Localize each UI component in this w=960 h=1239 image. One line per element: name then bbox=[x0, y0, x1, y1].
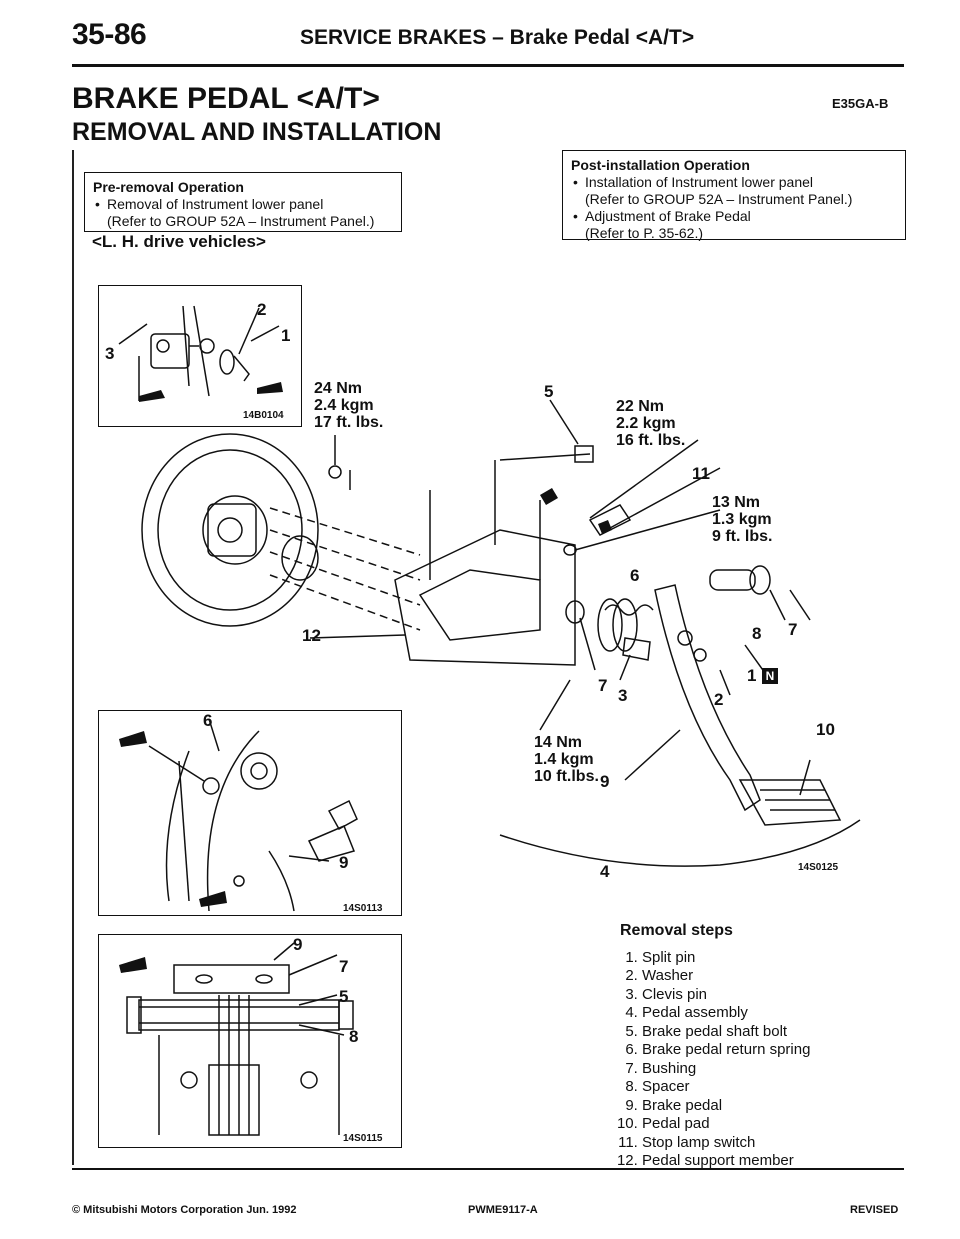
post-installation-item-2: Adjustment of Brake Pedal (Refer to P. 3… bbox=[573, 208, 897, 242]
torque-14-nm: 14 Nm bbox=[534, 734, 583, 751]
removal-step: Pedal support member bbox=[642, 1152, 810, 1171]
page-number: 35-86 bbox=[72, 18, 147, 51]
document-code: E35GA-B bbox=[832, 96, 889, 111]
callout-9-main: 9 bbox=[600, 772, 610, 791]
callout-8: 8 bbox=[752, 624, 762, 643]
torque-14-kgm: 1.4 kgm bbox=[534, 751, 594, 768]
callout-n-badge: N bbox=[762, 668, 778, 684]
torque-13nm: 13 Nm 1.3 kgm 9 ft. lbs. bbox=[712, 494, 772, 545]
stop-lamp-switch-illustration bbox=[119, 718, 358, 912]
callout-5-inset-3: 5 bbox=[339, 987, 349, 1006]
inset-figure-stop-lamp: 6 9 14S0113 bbox=[98, 710, 402, 916]
removal-step: Split pin bbox=[642, 949, 810, 968]
removal-step: Brake pedal return spring bbox=[642, 1041, 810, 1060]
removal-step: Pedal assembly bbox=[642, 1004, 810, 1023]
removal-step: Washer bbox=[642, 967, 810, 986]
torque-24nm: 24 Nm 2.4 kgm 17 ft. lbs. bbox=[314, 380, 383, 431]
torque-13-ftlbs: 9 ft. lbs. bbox=[712, 528, 773, 545]
torque-22nm: 22 Nm 2.2 kgm 16 ft. lbs. bbox=[616, 398, 685, 449]
callout-2-inset: 2 bbox=[257, 300, 267, 319]
callout-6: 6 bbox=[630, 566, 640, 585]
torque-22-nm: 22 Nm bbox=[616, 398, 665, 415]
post-item-2-ref: (Refer to P. 35-62.) bbox=[585, 225, 704, 241]
brake-pedal-assembly-illustration bbox=[141, 399, 861, 867]
callout-8-inset-3: 8 bbox=[349, 1027, 359, 1046]
pre-removal-box: Pre-removal Operation Removal of Instrum… bbox=[84, 172, 402, 232]
callout-7-inset-3: 7 bbox=[339, 957, 349, 976]
pre-removal-ref: (Refer to GROUP 52A – Instrument Panel.) bbox=[107, 213, 375, 229]
split-pin-illustration bbox=[118, 305, 283, 402]
torque-13-nm: 13 Nm bbox=[712, 494, 761, 511]
callout-4: 4 bbox=[600, 862, 610, 881]
callout-6-inset: 6 bbox=[203, 711, 213, 730]
removal-step: Clevis pin bbox=[642, 986, 810, 1005]
inset-figure-pedal-shaft: 9 7 5 8 14S0115 bbox=[98, 934, 402, 1148]
footer-copyright: © Mitsubishi Motors Corporation Jun. 199… bbox=[72, 1204, 297, 1216]
post-installation-box: Post-installation Operation Installation… bbox=[562, 150, 906, 242]
section-title: REMOVAL AND INSTALLATION bbox=[72, 118, 442, 146]
callout-10: 10 bbox=[816, 720, 835, 739]
post-item-2-text: Adjustment of Brake Pedal bbox=[585, 208, 751, 224]
removal-steps: Removal steps Split pin Washer Clevis pi… bbox=[620, 922, 810, 1171]
callout-3-inset: 3 bbox=[105, 344, 115, 363]
torque-24-nm: 24 Nm bbox=[314, 380, 363, 397]
callout-2: 2 bbox=[714, 690, 724, 709]
left-margin-rule bbox=[72, 150, 74, 1165]
post-installation-title: Post-installation Operation bbox=[571, 157, 750, 173]
removal-step: Brake pedal bbox=[642, 1097, 810, 1116]
figure-code-1: 14B0104 bbox=[243, 410, 284, 421]
removal-steps-title: Removal steps bbox=[620, 922, 733, 939]
torque-14-ftlbs: 10 ft.lbs. bbox=[534, 768, 599, 785]
callout-9-inset-3: 9 bbox=[293, 935, 303, 954]
pedal-shaft-cross-section bbox=[119, 942, 354, 1136]
post-installation-item-1: Installation of Instrument lower panel (… bbox=[573, 174, 897, 208]
callout-7-right: 7 bbox=[788, 620, 798, 639]
callout-7-left: 7 bbox=[598, 676, 608, 695]
callout-3: 3 bbox=[618, 686, 628, 705]
callout-11: 11 bbox=[692, 464, 710, 483]
removal-step: Spacer bbox=[642, 1078, 810, 1097]
inset-figure-split-pin: 2 1 3 14B0104 bbox=[98, 285, 302, 427]
torque-13-kgm: 1.3 kgm bbox=[712, 511, 772, 528]
drive-label: <L. H. drive vehicles> bbox=[92, 232, 266, 251]
figure-code-2: 14S0113 bbox=[343, 903, 383, 914]
callout-12: 12 bbox=[302, 626, 321, 645]
torque-24-ftlbs: 17 ft. lbs. bbox=[314, 414, 384, 431]
torque-14nm: 14 Nm 1.4 kgm 10 ft.lbs. bbox=[534, 734, 599, 785]
removal-step: Pedal pad bbox=[642, 1115, 810, 1134]
callout-9-inset: 9 bbox=[339, 853, 349, 872]
header-title: SERVICE BRAKES – Brake Pedal <A/T> bbox=[300, 26, 695, 49]
removal-step: Brake pedal shaft bolt bbox=[642, 1023, 810, 1042]
pre-removal-title: Pre-removal Operation bbox=[93, 179, 244, 195]
header-rule bbox=[72, 64, 904, 67]
post-item-1-text: Installation of Instrument lower panel bbox=[585, 174, 814, 190]
callout-1: 1 bbox=[747, 666, 757, 685]
main-exploded-diagram: 24 Nm 2.4 kgm 17 ft. lbs. 22 Nm 2.2 kgm … bbox=[120, 380, 880, 881]
pre-removal-item: Removal of Instrument lower panel (Refer… bbox=[95, 196, 393, 230]
removal-step: Stop lamp switch bbox=[642, 1134, 810, 1153]
bottom-rule bbox=[72, 1168, 904, 1170]
page-title: BRAKE PEDAL <A/T> bbox=[72, 82, 380, 115]
torque-22-ftlbs: 16 ft. lbs. bbox=[616, 432, 686, 449]
footer-pub-code: PWME9117-A bbox=[468, 1204, 538, 1216]
figure-code-main: 14S0125 bbox=[798, 862, 839, 873]
callout-1-inset: 1 bbox=[281, 326, 291, 345]
pre-removal-item-text: Removal of Instrument lower panel bbox=[107, 196, 324, 212]
post-item-1-ref: (Refer to GROUP 52A – Instrument Panel.) bbox=[585, 191, 853, 207]
removal-step: Bushing bbox=[642, 1060, 810, 1079]
torque-24-kgm: 2.4 kgm bbox=[314, 397, 374, 414]
callout-5: 5 bbox=[544, 382, 554, 401]
figure-code-3: 14S0115 bbox=[343, 1133, 383, 1144]
torque-22-kgm: 2.2 kgm bbox=[616, 415, 676, 432]
footer-revised: REVISED bbox=[850, 1204, 899, 1216]
